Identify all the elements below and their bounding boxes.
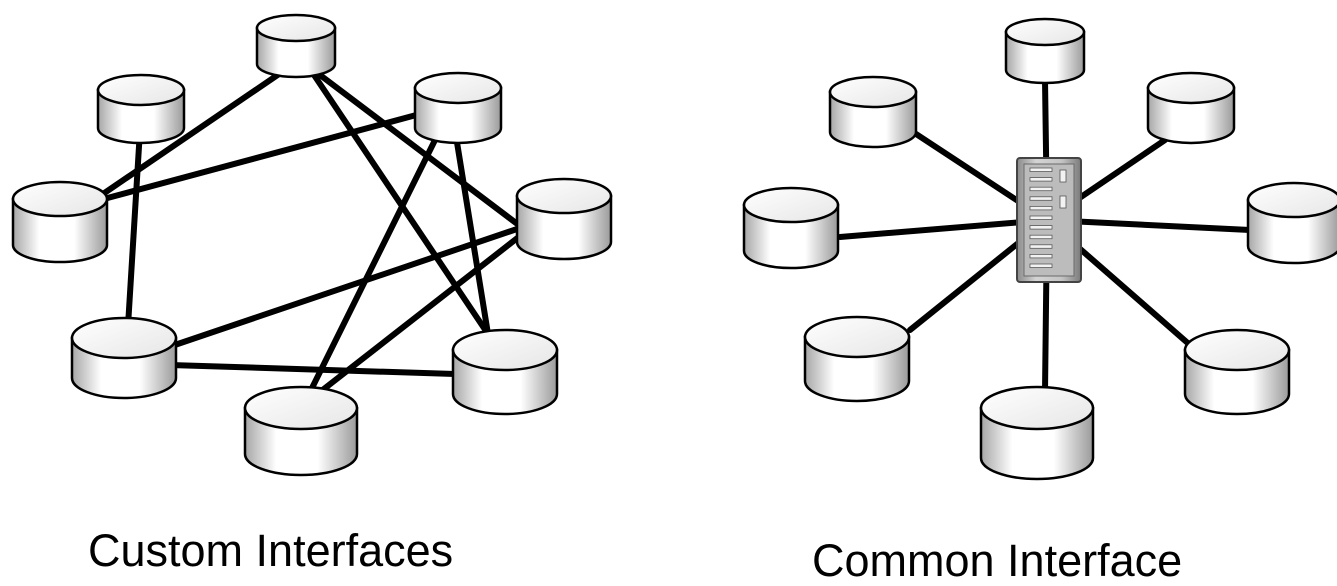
custom-links <box>97 69 523 395</box>
custom-link <box>452 127 491 337</box>
common-link <box>837 217 1050 240</box>
custom-interfaces-caption: Custom Interfaces <box>88 525 454 576</box>
database-icon <box>255 13 337 79</box>
server-icon <box>1016 157 1082 283</box>
database-icon <box>1183 328 1291 416</box>
custom-link <box>317 233 523 395</box>
custom-link <box>309 69 491 337</box>
database-icon <box>515 177 613 261</box>
custom-link <box>157 225 523 353</box>
custom-link <box>97 111 423 203</box>
database-icon <box>11 180 109 264</box>
custom-link <box>317 72 523 229</box>
database-icon <box>1246 181 1337 265</box>
custom-nodes <box>11 13 613 477</box>
custom-link <box>97 69 285 199</box>
common-nodes <box>742 17 1337 481</box>
database-icon <box>979 385 1095 481</box>
database-icon <box>828 75 918 149</box>
database-icon <box>243 385 359 477</box>
database-icon <box>451 328 559 416</box>
custom-link <box>309 127 443 391</box>
database-icon <box>1004 17 1086 85</box>
common-interface-caption: Common Interface <box>812 535 1183 586</box>
database-icon <box>70 316 178 400</box>
custom-link <box>125 127 143 329</box>
custom-link <box>167 362 458 377</box>
database-icon <box>742 186 840 270</box>
database-icon <box>413 71 503 145</box>
database-icon <box>1146 71 1236 145</box>
database-icon <box>96 73 186 145</box>
database-icon <box>803 315 911 403</box>
interfaces-diagram <box>11 13 1337 481</box>
